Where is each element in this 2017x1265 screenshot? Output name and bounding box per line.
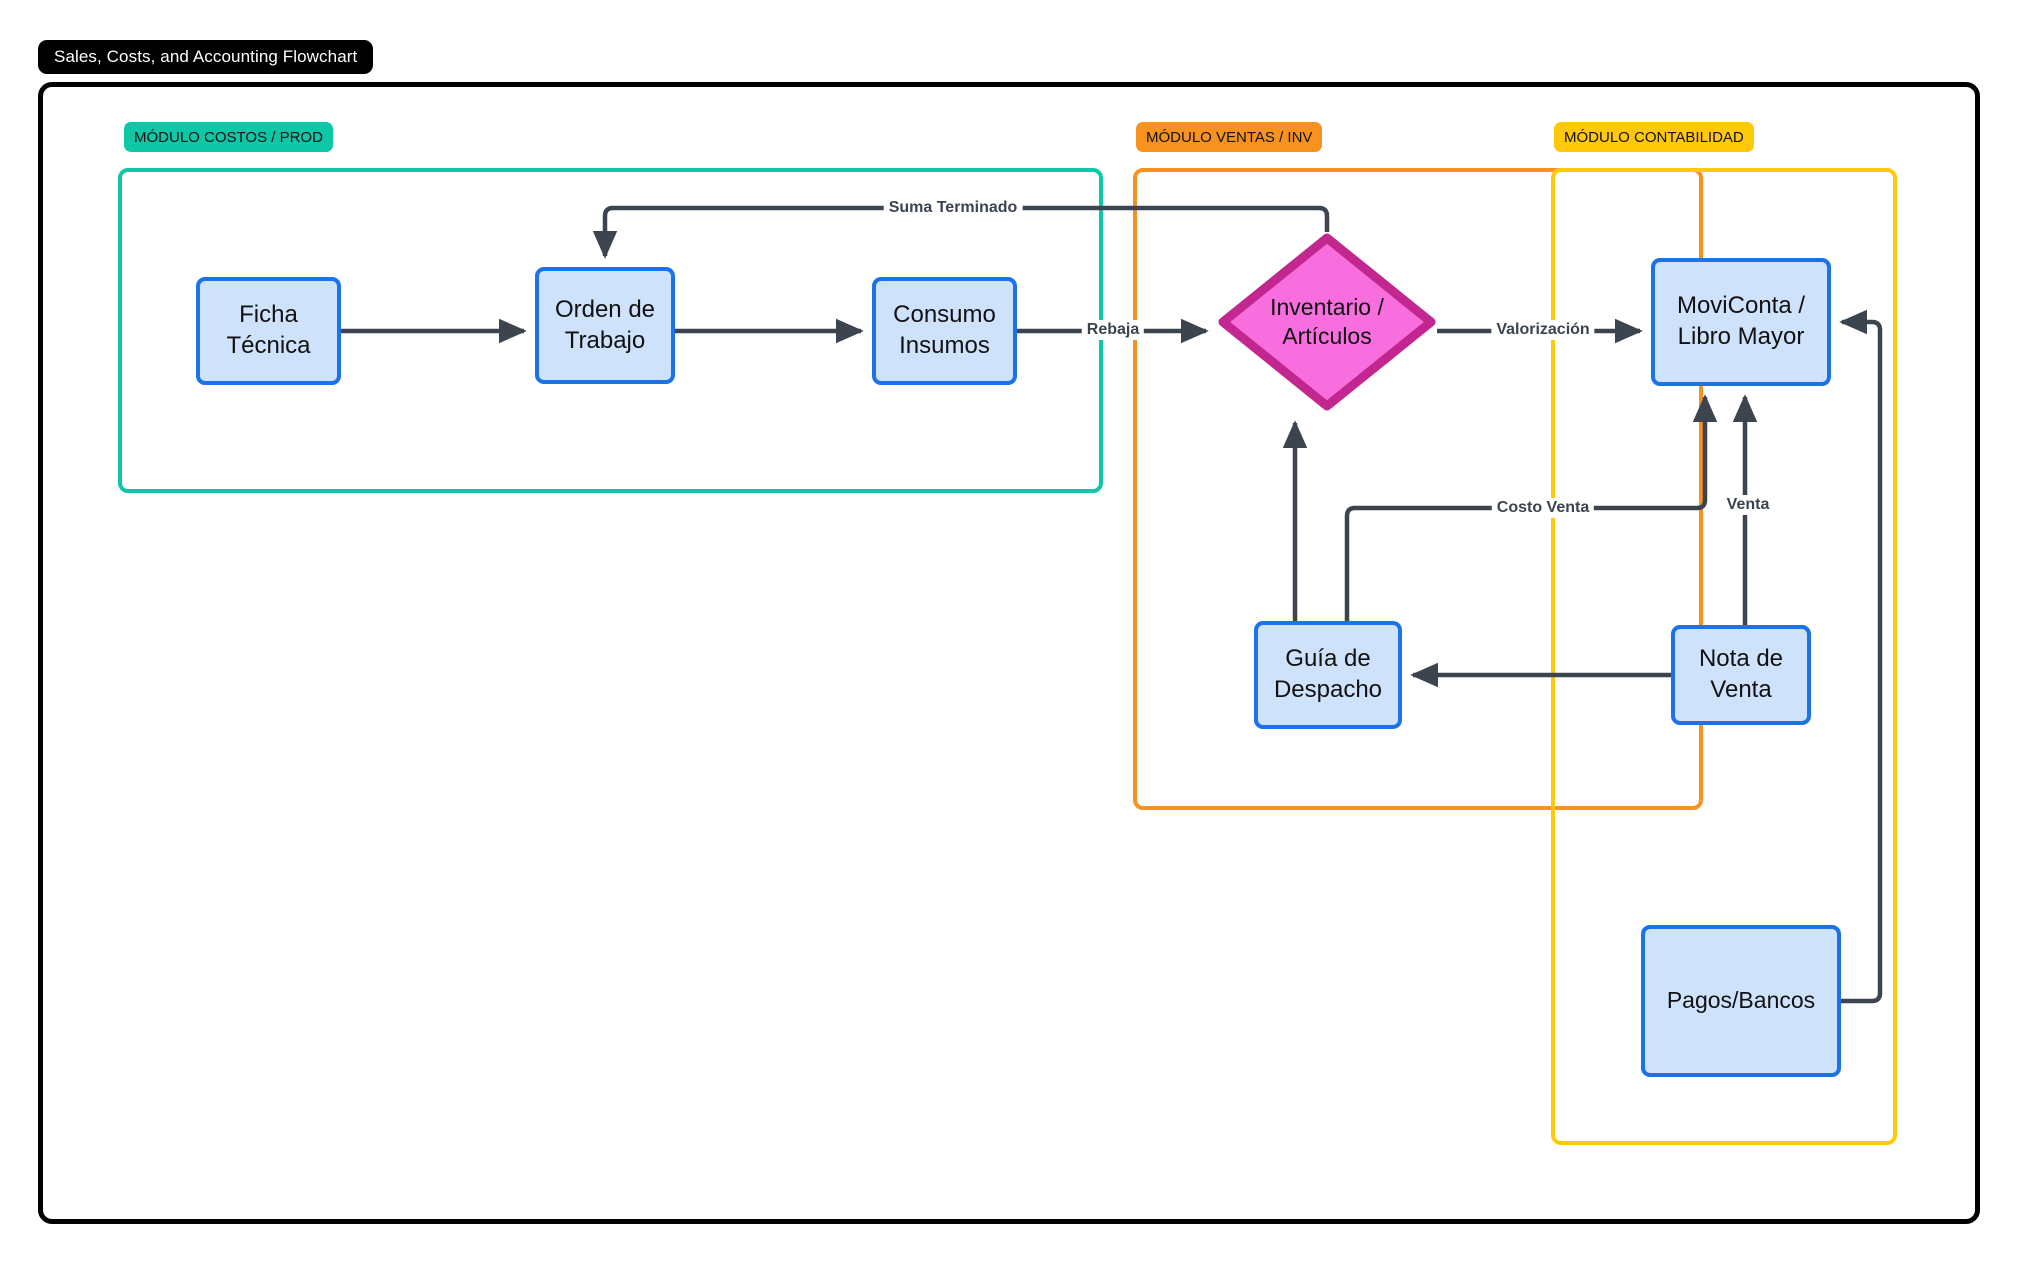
module-label-ventas: MÓDULO VENTAS / INV xyxy=(1136,122,1323,152)
node-moviconta-libro-mayor[interactable]: MoviConta / Libro Mayor xyxy=(1651,258,1831,386)
node-inventario-articulos[interactable]: Inventario / Artículos xyxy=(1217,232,1437,412)
edge-label-suma-terminado: Suma Terminado xyxy=(883,198,1023,218)
decision-diamond-shape xyxy=(1218,233,1436,411)
module-container-contabilidad xyxy=(1551,168,1897,1145)
node-inventario-label: Inventario / Artículos xyxy=(1270,293,1384,349)
node-pagos-bancos[interactable]: Pagos/Bancos xyxy=(1641,925,1841,1077)
node-guia-despacho[interactable]: Guía de Despacho xyxy=(1254,621,1402,729)
edge-label-venta: Venta xyxy=(1721,495,1775,515)
node-nota-venta[interactable]: Nota de Venta xyxy=(1671,625,1811,725)
node-consumo-insumos[interactable]: Consumo Insumos xyxy=(872,277,1017,385)
edge-label-costo-venta: Costo Venta xyxy=(1491,498,1595,518)
node-orden-trabajo[interactable]: Orden de Trabajo xyxy=(535,267,675,384)
module-label-costos: MÓDULO COSTOS / PROD xyxy=(124,122,333,152)
module-label-contabilidad: MÓDULO CONTABILIDAD xyxy=(1554,122,1754,152)
diagram-title-badge: Sales, Costs, and Accounting Flowchart xyxy=(38,40,374,74)
edge-label-rebaja: Rebaja xyxy=(1081,320,1145,340)
diagram-outer-frame xyxy=(38,82,1980,1224)
node-ficha-tecnica[interactable]: Ficha Técnica xyxy=(196,277,341,385)
edge-label-valorizacion: Valorización xyxy=(1491,320,1595,340)
